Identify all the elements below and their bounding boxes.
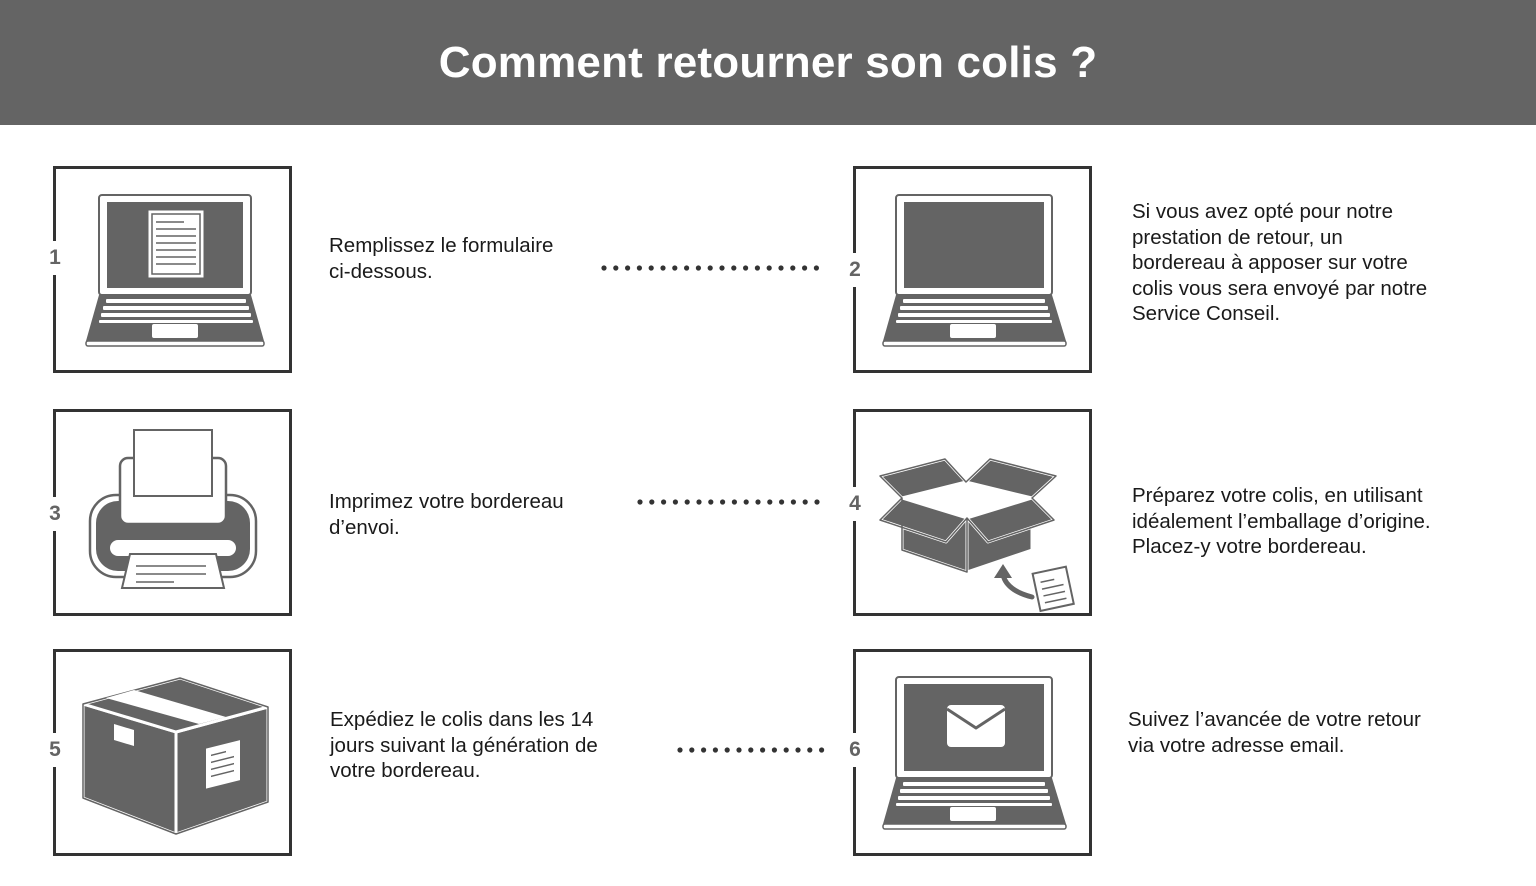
step-6-text: Suivez l’avancée de votre retour via vot… <box>1128 708 1421 757</box>
printer-icon <box>88 429 258 589</box>
step-4-text: Préparez votre colis, en utilisant idéal… <box>1132 484 1431 558</box>
header-bar: Comment retourner son colis ? <box>0 0 1536 125</box>
step-4-frame <box>853 409 1092 616</box>
closed-box-icon <box>81 676 270 836</box>
step-3-connector <box>636 498 826 506</box>
step-2-number: 2 <box>843 253 867 287</box>
step-2-text: Si vous avez opté pour notre prestation … <box>1132 200 1428 325</box>
step-2-frame <box>853 166 1092 373</box>
laptop-document-icon <box>85 194 265 347</box>
step-5-number: 5 <box>43 733 67 767</box>
open-box-icon <box>878 457 1075 613</box>
laptop-icon <box>882 194 1067 347</box>
step-3-number: 3 <box>43 497 67 531</box>
step-1-text: Remplissez le formulaire ci-dessous. <box>329 234 554 283</box>
step-4-number: 4 <box>843 487 867 521</box>
step-3-text: Imprimez votre bordereau d’envoi. <box>329 490 564 539</box>
step-3-frame <box>53 409 292 616</box>
step-5-frame <box>53 649 292 856</box>
step-5-connector <box>676 746 826 754</box>
step-5-text: Expédiez le colis dans les 14 jours suiv… <box>330 708 598 782</box>
step-1-frame <box>53 166 292 373</box>
laptop-email-icon <box>882 676 1067 830</box>
step-6-frame <box>853 649 1092 856</box>
step-1-number: 1 <box>43 241 67 275</box>
page-title: Comment retourner son colis ? <box>438 37 1098 87</box>
step-1-connector <box>600 264 826 272</box>
step-6-number: 6 <box>843 733 867 767</box>
